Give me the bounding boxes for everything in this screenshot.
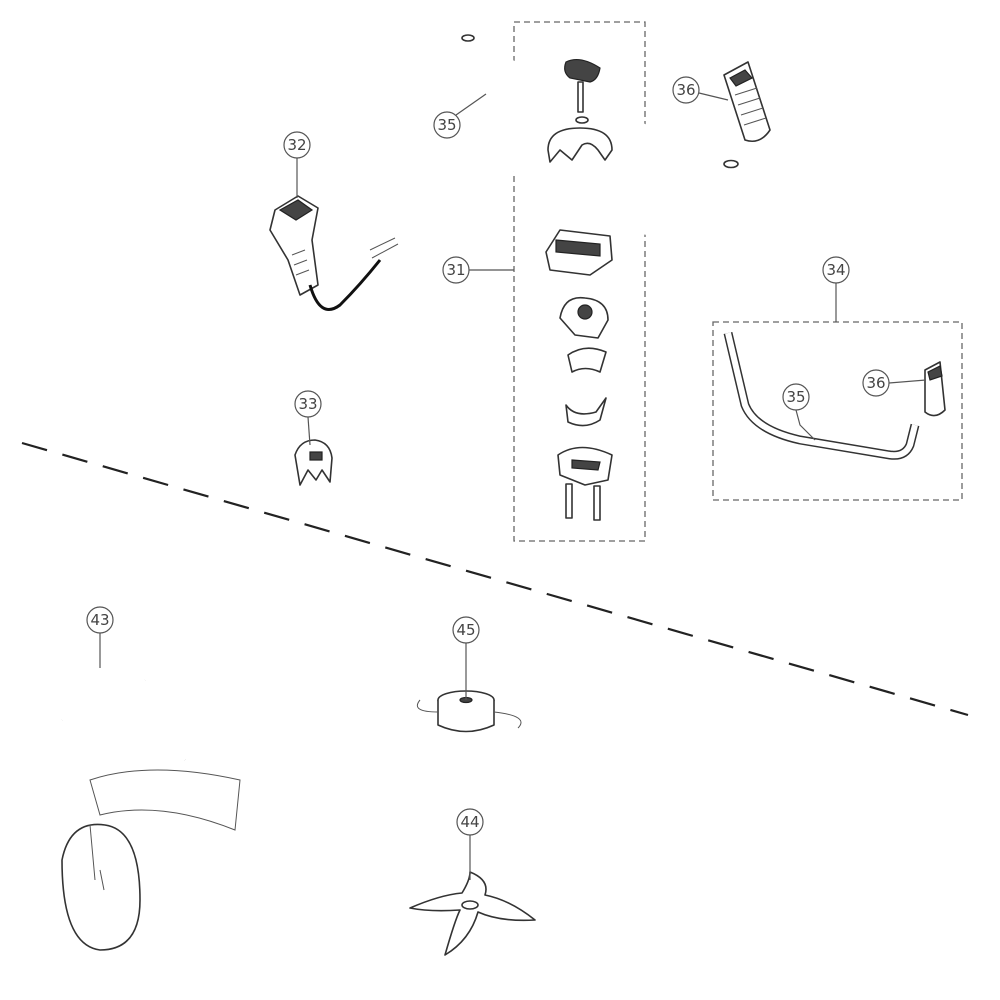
callout-label: 36 [866, 374, 885, 392]
callout-44: 44 [456, 808, 484, 836]
callout-label: 32 [287, 136, 306, 154]
callout-label: 35 [786, 388, 805, 406]
callout-43: 43 [86, 606, 114, 634]
callout-label: 44 [460, 813, 479, 831]
callout-label: 31 [446, 261, 465, 279]
clamp-part-33 [294, 439, 333, 486]
callout-33: 33 [294, 390, 322, 418]
assembly-34-box [712, 321, 963, 501]
assembly-31-box [513, 21, 646, 542]
callout-36-kit: 36 [862, 369, 890, 397]
section-divider-dashed-line [21, 441, 969, 717]
callout-32: 32 [283, 131, 311, 159]
blade-part-44 [409, 871, 536, 956]
callout-label: 33 [298, 395, 317, 413]
throttle-handle-part-32 [269, 195, 399, 311]
callout-label: 35 [437, 116, 456, 134]
callout-31: 31 [442, 256, 470, 284]
callout-35-top: 35 [433, 111, 461, 139]
callout-label: 45 [456, 621, 475, 639]
callout-34: 34 [822, 256, 850, 284]
callout-label: 43 [90, 611, 109, 629]
callout-45: 45 [452, 616, 480, 644]
callout-36-top: 36 [672, 76, 700, 104]
trimmer-head-part-45 [416, 690, 522, 733]
harness-part-43 [56, 619, 256, 951]
leader-lines [99, 92, 927, 880]
grip-part-36 [723, 61, 771, 143]
callout-label: 34 [826, 261, 845, 279]
handlebar-kit-part-34 [723, 331, 946, 460]
callout-label: 36 [676, 81, 695, 99]
callout-35-kit: 35 [782, 383, 810, 411]
clamp-assembly-31-parts [545, 58, 613, 521]
